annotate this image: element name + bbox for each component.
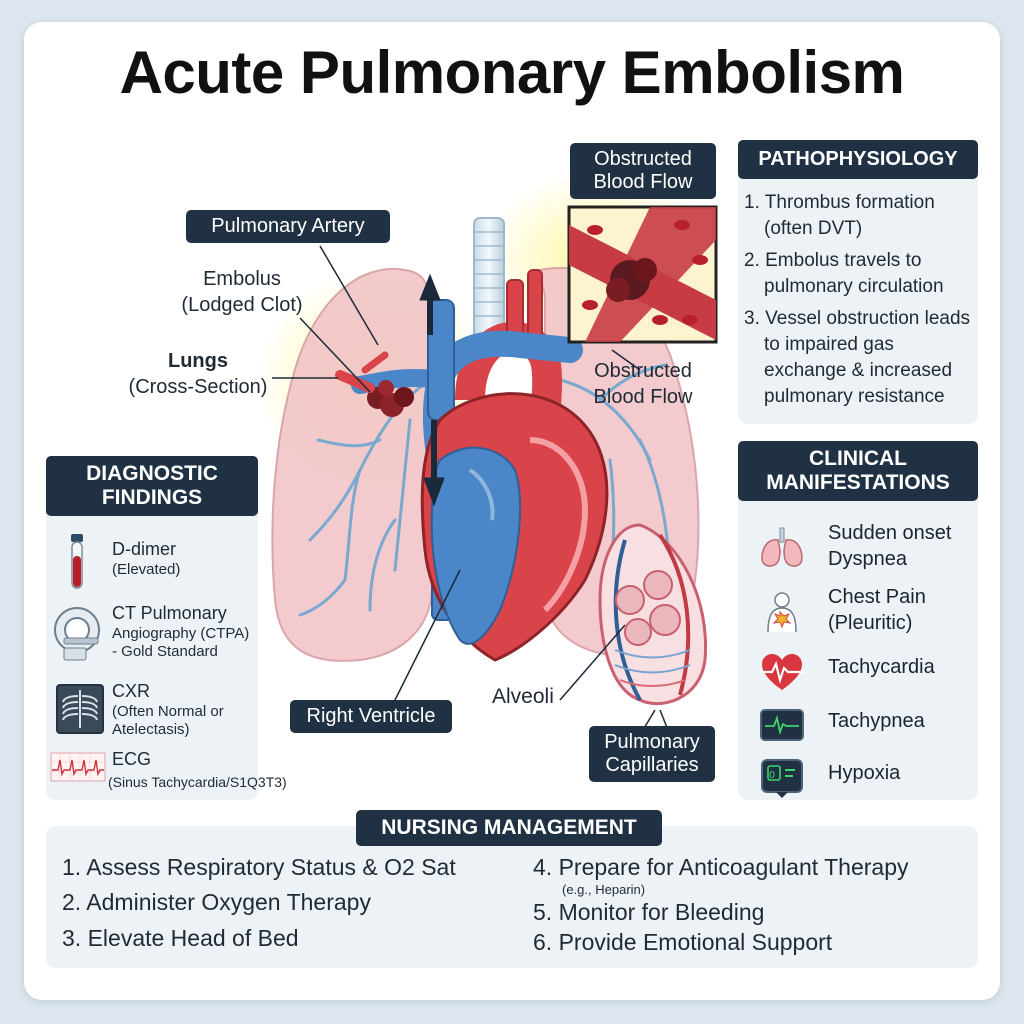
clinical-item-hypoxia: O Hypoxia [738, 750, 978, 804]
page-title: Acute Pulmonary Embolism [119, 39, 905, 106]
pulmonary-artery-label: Pulmonary Artery [186, 210, 390, 243]
nursing-panel [46, 826, 978, 968]
clinical-list: Sudden onset Dyspnea Chest Pain (Pleurit… [738, 520, 978, 800]
lungs-icon [761, 527, 803, 567]
clinical-item-tachypnea: Tachypnea [738, 698, 978, 752]
diagnostic-list: D-dimer (Elevated) CT Pulmonary Angiogra… [46, 530, 287, 800]
nursing-item-3: 3. Elevate Head of Bed [62, 925, 299, 951]
pulmonary-capillaries-label: Pulmonary Capillaries [589, 726, 715, 782]
alveoli-label: Alveoli [492, 685, 554, 708]
nursing-item-6: 6. Provide Emotional Support [533, 929, 833, 955]
pulse-oximeter-icon: O [761, 759, 803, 798]
heart-rate-icon [760, 654, 804, 690]
chest-xray-icon [56, 684, 104, 734]
leader-lines [272, 245, 671, 736]
pathophysiology-item-3: 3. Vessel obstruction leads to impaired … [744, 308, 971, 408]
right-ventricle-chamber [430, 446, 521, 645]
svg-text:O: O [769, 770, 775, 781]
pathophysiology-panel [738, 148, 978, 424]
nursing-item-4-sub: (e.g., Heparin) [562, 882, 646, 897]
alveoli-cluster [598, 523, 708, 706]
clinical-item-chest-pain-label: Chest Pain (Pleuritic) [828, 586, 926, 634]
right-ventricle-label: Right Ventricle [290, 700, 452, 733]
embolus-label: Embolus (Lodged Clot) [181, 268, 303, 316]
clinical-item-tachypnea-label: Tachypnea [828, 710, 925, 732]
chest-pain-icon [767, 592, 797, 633]
nursing-item-4: 4. Prepare for Anticoagulant Therapy [533, 854, 909, 880]
obstructed-flow-header: Obstructed Blood Flow [570, 143, 716, 199]
obstructed-flow-caption: Obstructed Blood Flow [593, 360, 693, 408]
clinical-item-tachycardia-label: Tachycardia [828, 656, 935, 678]
embolus-clot [367, 380, 414, 417]
clinical-item-tachycardia: Tachycardia [738, 644, 978, 698]
ct-scanner-icon [54, 607, 100, 661]
flow-arrows [419, 273, 445, 507]
monitor-waveform-icon [760, 709, 804, 741]
pathophysiology-list: 1. Thrombus formation (often DVT) 2. Emb… [744, 190, 976, 410]
pathophysiology-item-2: 2. Embolus travels to pulmonary circulat… [744, 250, 944, 298]
pathophysiology-item-1: 1. Thrombus formation (often DVT) [744, 192, 935, 240]
nursing-header: NURSING MANAGEMENT [356, 810, 662, 847]
clinical-item-dyspnea-label: Sudden onset Dyspnea [828, 522, 952, 570]
ecg-strip-icon [50, 752, 106, 782]
clinical-item-dyspnea: Sudden onset Dyspnea [738, 520, 978, 574]
nursing-item-1: 1. Assess Respiratory Status & O2 Sat [62, 854, 456, 880]
diagnostic-header: DIAGNOSTIC FINDINGS [46, 456, 258, 517]
blood-tube-icon [71, 534, 83, 589]
lungs-label: Lungs (Cross-Section) [128, 350, 268, 398]
clinical-header: CLINICAL MANIFESTATIONS [738, 441, 978, 502]
clinical-item-chest-pain: Chest Pain (Pleuritic) [738, 584, 978, 638]
pathophysiology-header: PATHOPHYSIOLOGY [738, 140, 978, 179]
clinical-item-hypoxia-label: Hypoxia [828, 762, 901, 784]
trachea [473, 217, 505, 339]
nursing-item-2: 2. Administer Oxygen Therapy [62, 889, 371, 915]
obstructed-flow-inset [567, 205, 718, 344]
nursing-item-5: 5. Monitor for Bleeding [533, 899, 765, 925]
